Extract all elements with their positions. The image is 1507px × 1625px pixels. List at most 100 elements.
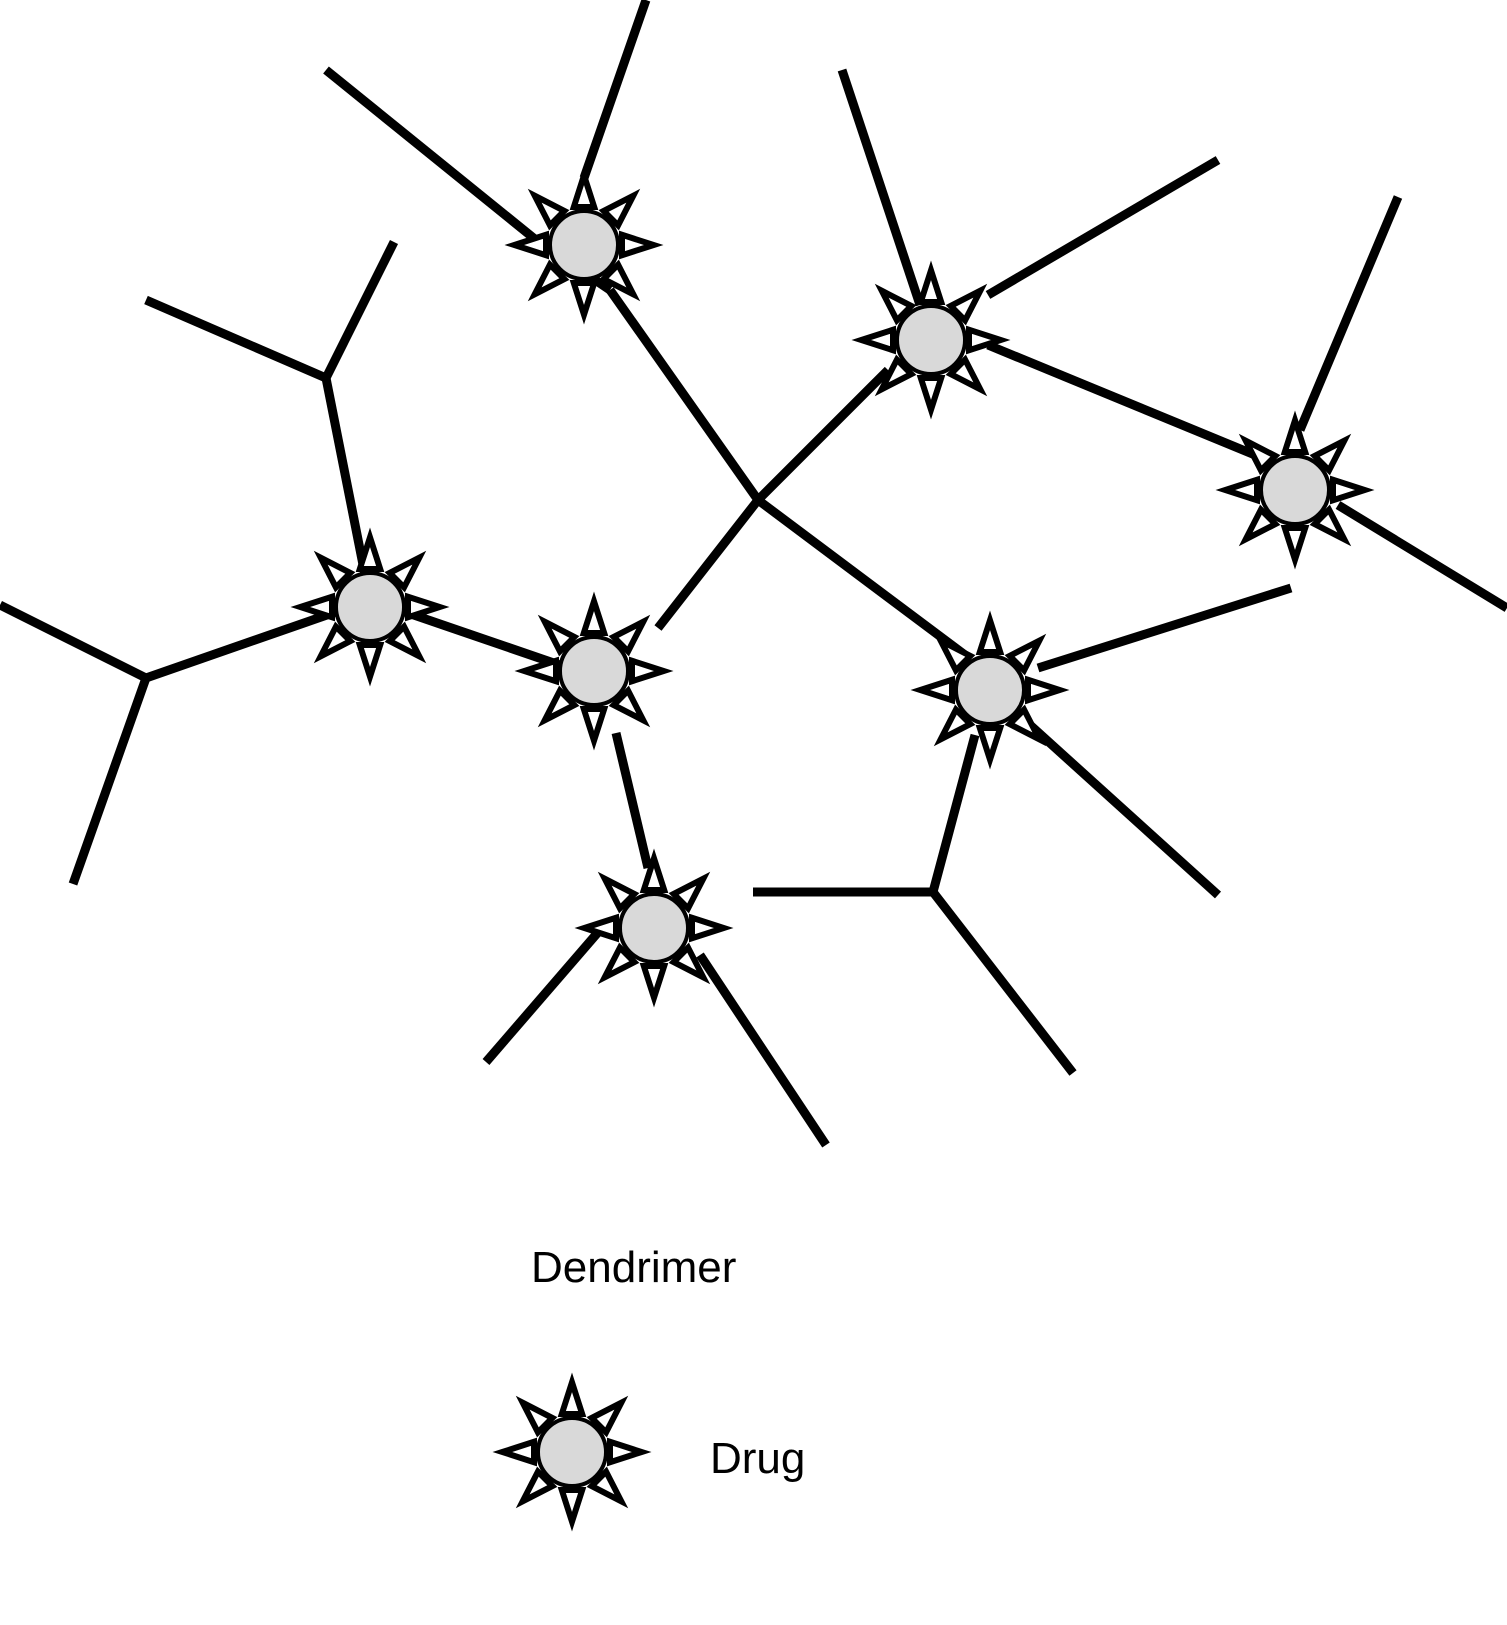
drug-spike [1280, 525, 1310, 570]
drug-spike [874, 283, 917, 326]
drug-core [895, 304, 967, 376]
dendrimer-branch [755, 496, 968, 659]
drug-spike [639, 963, 669, 1008]
drug-spike [668, 871, 711, 914]
drug-molecule-icon [910, 610, 1070, 770]
dendrimer-branches [0, 0, 1507, 1148]
drug-core [558, 635, 630, 707]
dendrimer-branch [1026, 721, 1222, 899]
drug-spike [313, 550, 356, 593]
drug-spike [515, 1395, 558, 1438]
drug-core [618, 892, 690, 964]
drug-spike [598, 259, 641, 302]
dendrimer-branch [482, 927, 604, 1065]
dendrimer-branch [985, 156, 1221, 299]
drug-spike [586, 1466, 629, 1509]
drug-spike [966, 325, 1011, 355]
dendrimer-branch [606, 287, 762, 503]
drug-spike [579, 591, 609, 636]
drug-spike [597, 871, 640, 914]
drug-spike [1330, 475, 1375, 505]
drug-spike [514, 656, 559, 686]
drug-spike [597, 942, 640, 985]
drug-core [536, 1416, 608, 1488]
drug-spike [689, 913, 734, 943]
drug-molecules [290, 165, 1375, 1532]
drug-spike [851, 325, 896, 355]
drug-spike [384, 621, 427, 664]
drug-spike [1215, 475, 1260, 505]
dendrimer-branch [986, 340, 1257, 460]
dendrimer-branch [611, 731, 653, 870]
drug-spike [405, 592, 450, 622]
drug-spike [1309, 433, 1352, 476]
drug-spike [569, 280, 599, 325]
drug-spike [910, 675, 955, 705]
drug-spike [569, 165, 599, 210]
drug-spike [313, 621, 356, 664]
drug-spike [945, 283, 988, 326]
drug-spike [607, 1437, 652, 1467]
drug-spike [557, 1372, 587, 1417]
drug-spike [629, 656, 674, 686]
drug-spike [384, 550, 427, 593]
drug-molecule-icon [492, 1372, 652, 1532]
dendrimer-branch [837, 68, 925, 307]
dendrimer-branch [323, 66, 539, 244]
drug-spike [933, 633, 976, 676]
drug-spike [608, 685, 651, 728]
drug-spike [916, 375, 946, 420]
drug-spike [290, 592, 335, 622]
drug-molecule-icon [574, 848, 734, 1008]
drug-spike [874, 354, 917, 397]
drug-molecule-icon [504, 165, 664, 325]
drug-molecule-icon [851, 260, 1011, 420]
drug-molecule-icon [290, 527, 450, 687]
drug-spike [975, 725, 1005, 770]
drug-spike [355, 527, 385, 572]
drug-spike [527, 259, 570, 302]
drug-spike [1309, 504, 1352, 547]
drug-spike [537, 685, 580, 728]
drug-spike [574, 913, 619, 943]
dendrimer-branch [928, 733, 980, 894]
drug-spike [515, 1466, 558, 1509]
dendrimer-branch [144, 295, 328, 383]
dendrimer-branch [579, 0, 651, 180]
drug-spike [579, 706, 609, 751]
dendrimer-branch [1335, 501, 1507, 612]
dendrimer-label: Dendrimer [531, 1243, 737, 1292]
drug-spike [668, 942, 711, 985]
dendrimer-branch [1295, 195, 1403, 432]
dendrimer-branch [754, 366, 892, 504]
drug-core [1259, 454, 1331, 526]
dendrimer-branch [321, 239, 399, 381]
drug-core [334, 571, 406, 643]
drug-spike [355, 642, 385, 687]
drug-spike [608, 614, 651, 657]
drug-core [548, 209, 620, 281]
drug-spike [1025, 675, 1070, 705]
dendrimer-branch [1036, 583, 1293, 673]
drug-spike [1004, 704, 1047, 747]
drug-spike [557, 1487, 587, 1532]
dendrimer-branch [654, 497, 762, 631]
drug-core [954, 654, 1026, 726]
drug-spike [537, 614, 580, 657]
drug-spike [1238, 504, 1281, 547]
drug-spike [598, 188, 641, 231]
drug-spike [1004, 633, 1047, 676]
dendrimer-branch [696, 952, 830, 1148]
drug-spike [916, 260, 946, 305]
drug-spike [586, 1395, 629, 1438]
drug-spike [619, 230, 664, 260]
drug-spike [504, 230, 549, 260]
drug-spike [527, 188, 570, 231]
drug-spike [639, 848, 669, 893]
drug-spike [1280, 410, 1310, 455]
drug-spike [975, 610, 1005, 655]
drug-spike [492, 1437, 537, 1467]
dendrimer-branch [929, 889, 1077, 1076]
